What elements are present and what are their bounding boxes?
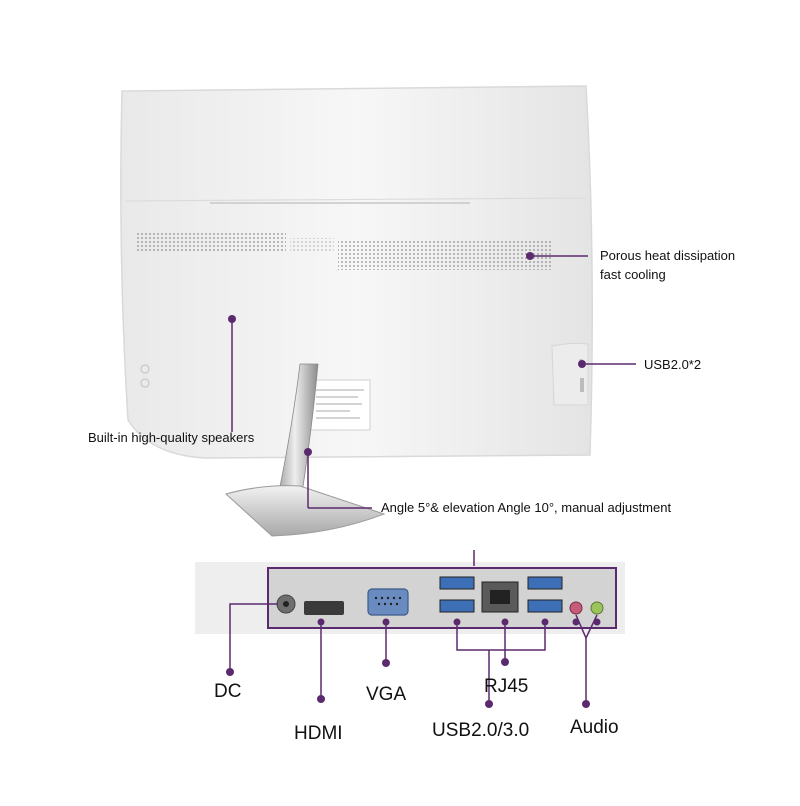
callout-heat-line1: Porous heat dissipation <box>600 248 736 263</box>
callout-speakers: Built-in high-quality speakers <box>88 430 255 445</box>
callout-lines <box>229 255 636 704</box>
vent-grille-right <box>338 240 553 270</box>
rating-label <box>309 379 371 431</box>
port-label-audio: Audio <box>570 717 619 738</box>
monitor-stand <box>224 363 386 537</box>
callout-heat-dissipation: Porous heat dissipation fast cooling <box>600 246 735 284</box>
vga-port <box>367 588 409 616</box>
button-icon <box>140 364 150 374</box>
port-label-vga: VGA <box>366 684 407 705</box>
button-icon <box>140 378 150 388</box>
port-label-dc: DC <box>214 681 242 702</box>
callout-stand: Angle 5°& elevation Angle 10°, manual ad… <box>381 500 672 515</box>
usb-port <box>439 599 475 613</box>
io-panel <box>195 562 625 634</box>
monitor-back <box>120 85 593 459</box>
port-label-hdmi: HDMI <box>294 723 343 744</box>
vent-grille-left <box>136 233 286 253</box>
vent-grille-center <box>290 238 334 252</box>
port-label-rj45: RJ45 <box>484 676 529 697</box>
callout-dots <box>226 252 601 708</box>
usb-port <box>439 576 475 590</box>
hdmi-port <box>304 601 344 615</box>
port-label-usb: USB2.0/3.0 <box>432 720 530 741</box>
audio-port-pink <box>569 601 583 615</box>
callout-side-usb: USB2.0*2 <box>644 357 702 372</box>
callout-heat-line2: fast cooling <box>600 267 666 282</box>
usb-port <box>527 599 563 613</box>
usb-port <box>527 576 563 590</box>
side-usb-port <box>580 378 584 392</box>
audio-port-green <box>590 601 604 615</box>
